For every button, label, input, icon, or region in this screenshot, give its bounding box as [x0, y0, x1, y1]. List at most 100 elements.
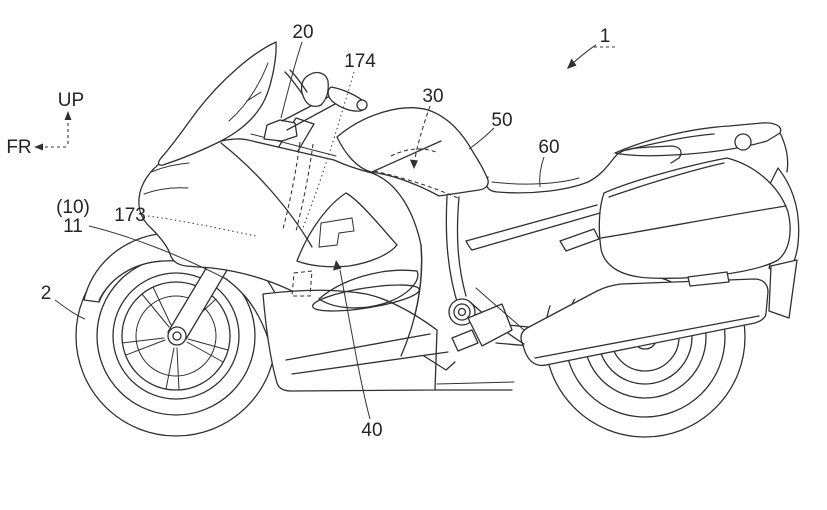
brake-lever	[284, 71, 304, 96]
switch-housing	[300, 71, 329, 107]
leader-line-40	[339, 269, 371, 420]
fr-axis-label: FR	[6, 137, 31, 158]
leader-line-20	[280, 41, 303, 119]
carrier-knob	[734, 133, 752, 151]
ref-40-arrowhead-icon	[333, 260, 342, 271]
exhaust-muffler	[520, 278, 769, 367]
subframe-end	[465, 240, 473, 251]
windshield-blade	[157, 41, 277, 166]
headlight-crease-upper	[150, 162, 190, 173]
hidden-steering-parts	[282, 141, 314, 297]
saddlebag-lower-tab	[687, 271, 730, 287]
throttle-grip	[327, 86, 366, 112]
pivot-bolt-mid	[453, 303, 471, 321]
subframe	[465, 204, 601, 252]
rider-footpeg	[451, 329, 479, 352]
leader-line-60	[539, 156, 545, 188]
ref-label-11: 11	[63, 216, 83, 237]
subframe-line-lower	[471, 212, 601, 251]
leader-line-50	[468, 127, 495, 150]
pivot-bolt-center	[457, 307, 467, 317]
ref-1-arrowhead-icon	[567, 58, 577, 69]
front-axle	[167, 326, 187, 346]
fr-arrowhead-icon	[34, 143, 43, 151]
side-stand	[423, 355, 456, 371]
saddlebag-top-line	[608, 162, 725, 198]
front-rim	[112, 272, 240, 400]
spoke	[165, 347, 175, 390]
hidden-duct-line	[373, 170, 461, 200]
frame-cross-line	[475, 287, 525, 331]
leader-line-1	[572, 44, 597, 64]
brake-lever-edge	[289, 69, 308, 93]
carrier-rail	[614, 122, 782, 157]
fairing-trailing-edge	[400, 244, 423, 357]
ref-label-50: 50	[491, 110, 512, 131]
frame-spar-rear	[456, 196, 467, 297]
front-rim-inner	[121, 281, 231, 391]
ref-30-arrowhead-icon	[409, 159, 418, 169]
saddlebag	[598, 157, 791, 287]
passenger-footpeg	[559, 228, 600, 252]
fuel-tank	[336, 107, 489, 200]
cowl-bottom-inner	[436, 381, 515, 385]
fairing-sweep-line	[220, 142, 313, 248]
seat-top-line	[491, 177, 580, 185]
lower-cowl	[262, 244, 515, 392]
spoke	[125, 339, 166, 356]
up-axis-label: UP	[58, 90, 84, 111]
spoke	[186, 341, 224, 363]
side-panel-notch	[318, 217, 355, 248]
spoke	[141, 293, 170, 328]
ref-label-60: 60	[538, 137, 559, 158]
seat-outline	[485, 145, 682, 194]
frame-engine	[423, 195, 525, 371]
front-brake-disc	[135, 295, 217, 377]
hidden-duct-upper	[390, 148, 437, 157]
saddlebag-crease	[600, 205, 787, 239]
rear-carrier	[614, 122, 789, 173]
windshield-inner-line	[228, 62, 269, 122]
ref-label-20: 20	[292, 22, 313, 43]
leader-line-2	[54, 299, 86, 320]
hidden-bracket	[291, 270, 313, 297]
front-fender-inner-line	[98, 260, 162, 301]
ref-label-174: 174	[344, 51, 376, 72]
front-axle-bolt	[172, 331, 182, 341]
windshield-tick	[246, 91, 262, 102]
handlebar-tube-bottom	[286, 102, 338, 131]
spoke	[121, 337, 165, 344]
hidden-stem-rear	[295, 143, 314, 232]
up-arrowhead-icon	[64, 111, 72, 120]
saddlebag-body	[598, 157, 791, 279]
subframe-line-upper	[465, 204, 598, 242]
handlebar-riser	[263, 119, 298, 142]
tank-crease	[371, 140, 442, 173]
spoke	[176, 347, 180, 391]
muffler-seam	[534, 315, 760, 359]
muffler-body	[520, 278, 769, 367]
tank-body	[336, 107, 489, 197]
frame-spar-front	[445, 195, 460, 309]
cowl-seam-upper	[285, 333, 431, 361]
leader-line-11	[88, 225, 229, 281]
spoke	[187, 338, 229, 351]
ref-label-10: (10)	[56, 197, 90, 218]
cowl-seam-lower	[291, 351, 449, 375]
headlight-crease-lower	[143, 187, 189, 195]
windshield	[157, 41, 277, 166]
ref-label-2: 2	[41, 283, 52, 304]
leader-line-174	[301, 71, 355, 231]
footpeg-bracket	[467, 303, 513, 347]
lower-cowl-body	[262, 289, 438, 392]
knee-recess	[318, 269, 419, 309]
rear-mudflap	[768, 259, 798, 319]
ref-label-30: 30	[422, 86, 443, 107]
grip-end-cap	[356, 99, 368, 111]
handlebar	[263, 69, 368, 142]
tail-edge	[779, 132, 789, 173]
ref-label-1: 1	[600, 26, 611, 47]
direction-indicator: UP FR	[6, 90, 84, 158]
